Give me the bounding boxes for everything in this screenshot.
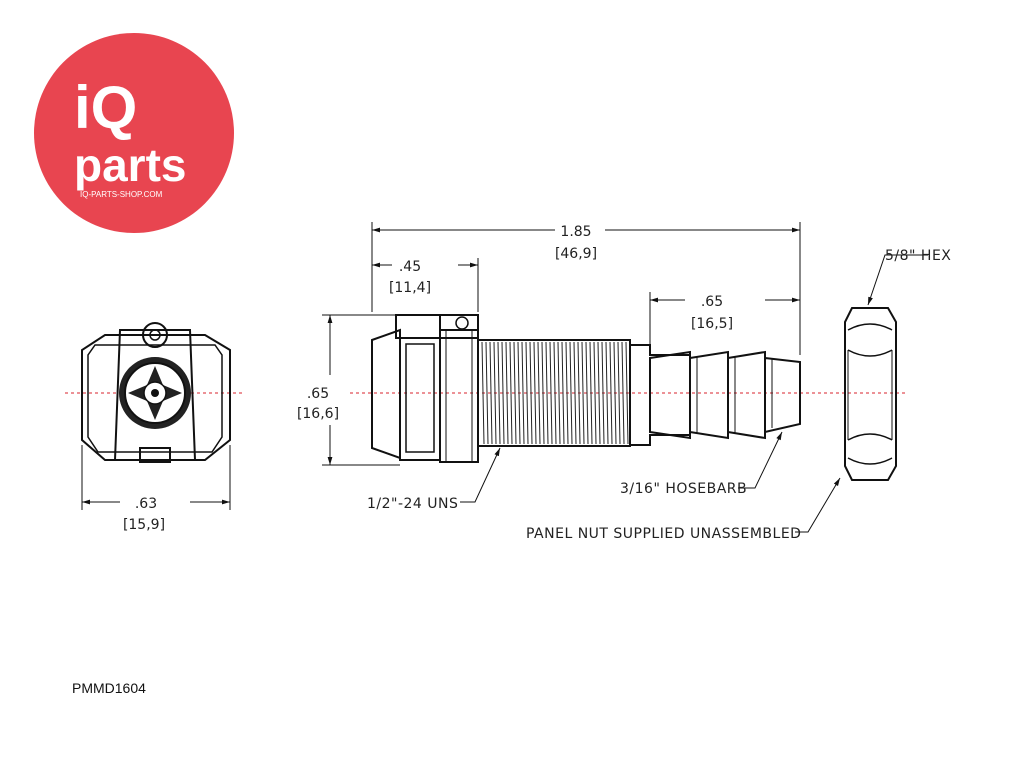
dim-flange-mm: [11,4]: [389, 280, 431, 296]
leader-hex: [867, 254, 928, 306]
dim-flange-inch: .45: [399, 259, 421, 275]
dim-overall-mm: [46,9]: [555, 246, 597, 262]
hex-nut: [844, 307, 897, 481]
leader-thread: [460, 447, 501, 503]
note-hex: 5/8" HEX: [885, 248, 951, 264]
side-view: [371, 314, 801, 463]
logo-iq-text: iQ: [74, 74, 137, 141]
dim-end-width-inch: .63: [135, 496, 157, 512]
note-thread: 1/2"-24 UNS: [367, 496, 458, 512]
note-hosebarb: 3/16" HOSEBARB: [620, 481, 747, 497]
logo-parts-text: parts: [74, 139, 186, 191]
dim-height-mm: [16,6]: [297, 406, 339, 422]
end-view: [81, 322, 231, 463]
dim-height-inch: .65: [307, 386, 329, 402]
leader-panel-nut: [795, 477, 841, 533]
logo-url-text: IQ-PARTS-SHOP.COM: [80, 190, 163, 199]
part-code: PMMD1604: [72, 680, 146, 696]
dim-barb-mm: [16,5]: [691, 316, 733, 332]
dim-overall-inch: 1.85: [560, 224, 591, 240]
thread-lines: [481, 341, 629, 445]
dim-barb-inch: .65: [701, 294, 723, 310]
leader-hosebarb: [738, 431, 783, 489]
dim-end-width-mm: [15,9]: [123, 517, 165, 533]
iq-parts-logo: iQ parts IQ-PARTS-SHOP.COM: [34, 33, 234, 233]
logo-circle: [34, 33, 234, 233]
note-panel-nut: PANEL NUT SUPPLIED UNASSEMBLED: [526, 526, 801, 542]
